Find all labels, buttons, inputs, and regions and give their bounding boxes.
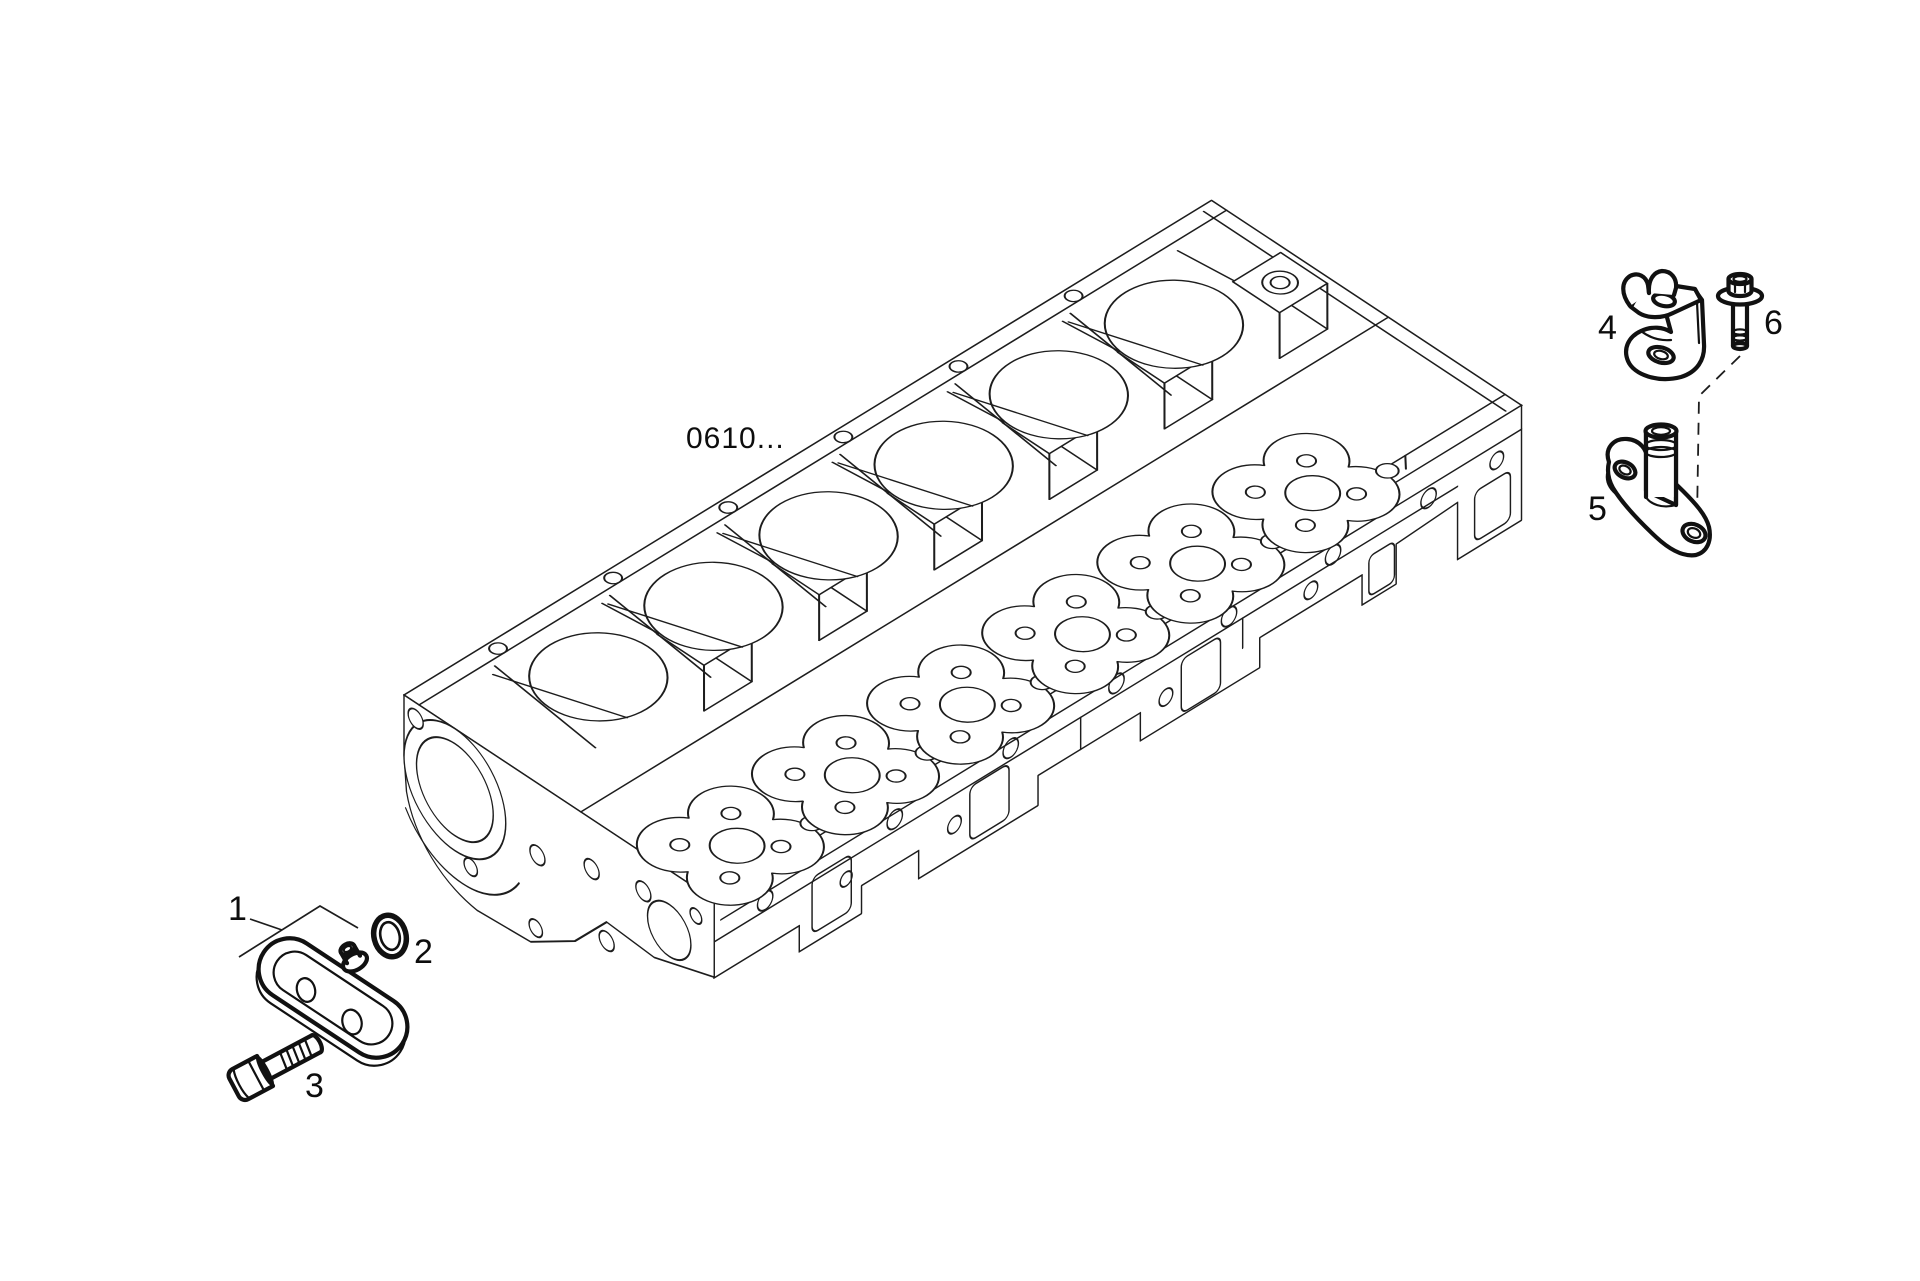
callout-1[interactable]: 1 — [228, 890, 247, 928]
callout-1-leader — [249, 918, 283, 931]
callout-4[interactable]: 4 — [1598, 309, 1617, 347]
callout-2[interactable]: 2 — [414, 933, 433, 971]
part-6-flange-bolt-drawing — [1715, 271, 1765, 352]
engine-block-drawing: 0610... — [400, 199, 1538, 979]
part-2-o-ring-drawing — [370, 912, 410, 960]
callout-1-bracket — [238, 905, 359, 958]
part-5-pipe-fitting-drawing — [1605, 422, 1712, 558]
part-4-clamp-drawing — [1621, 268, 1707, 382]
callout-5[interactable]: 5 — [1588, 490, 1607, 528]
dashed-leader-line — [1696, 355, 1741, 521]
callout-6[interactable]: 6 — [1764, 304, 1783, 342]
assembly-code-label[interactable]: 0610... — [686, 422, 785, 455]
callout-3[interactable]: 3 — [305, 1067, 324, 1105]
part-1-cover-plate-drawing — [238, 905, 410, 1067]
plate-stub-port — [338, 941, 370, 974]
part-3-bolt-drawing — [226, 1033, 324, 1103]
